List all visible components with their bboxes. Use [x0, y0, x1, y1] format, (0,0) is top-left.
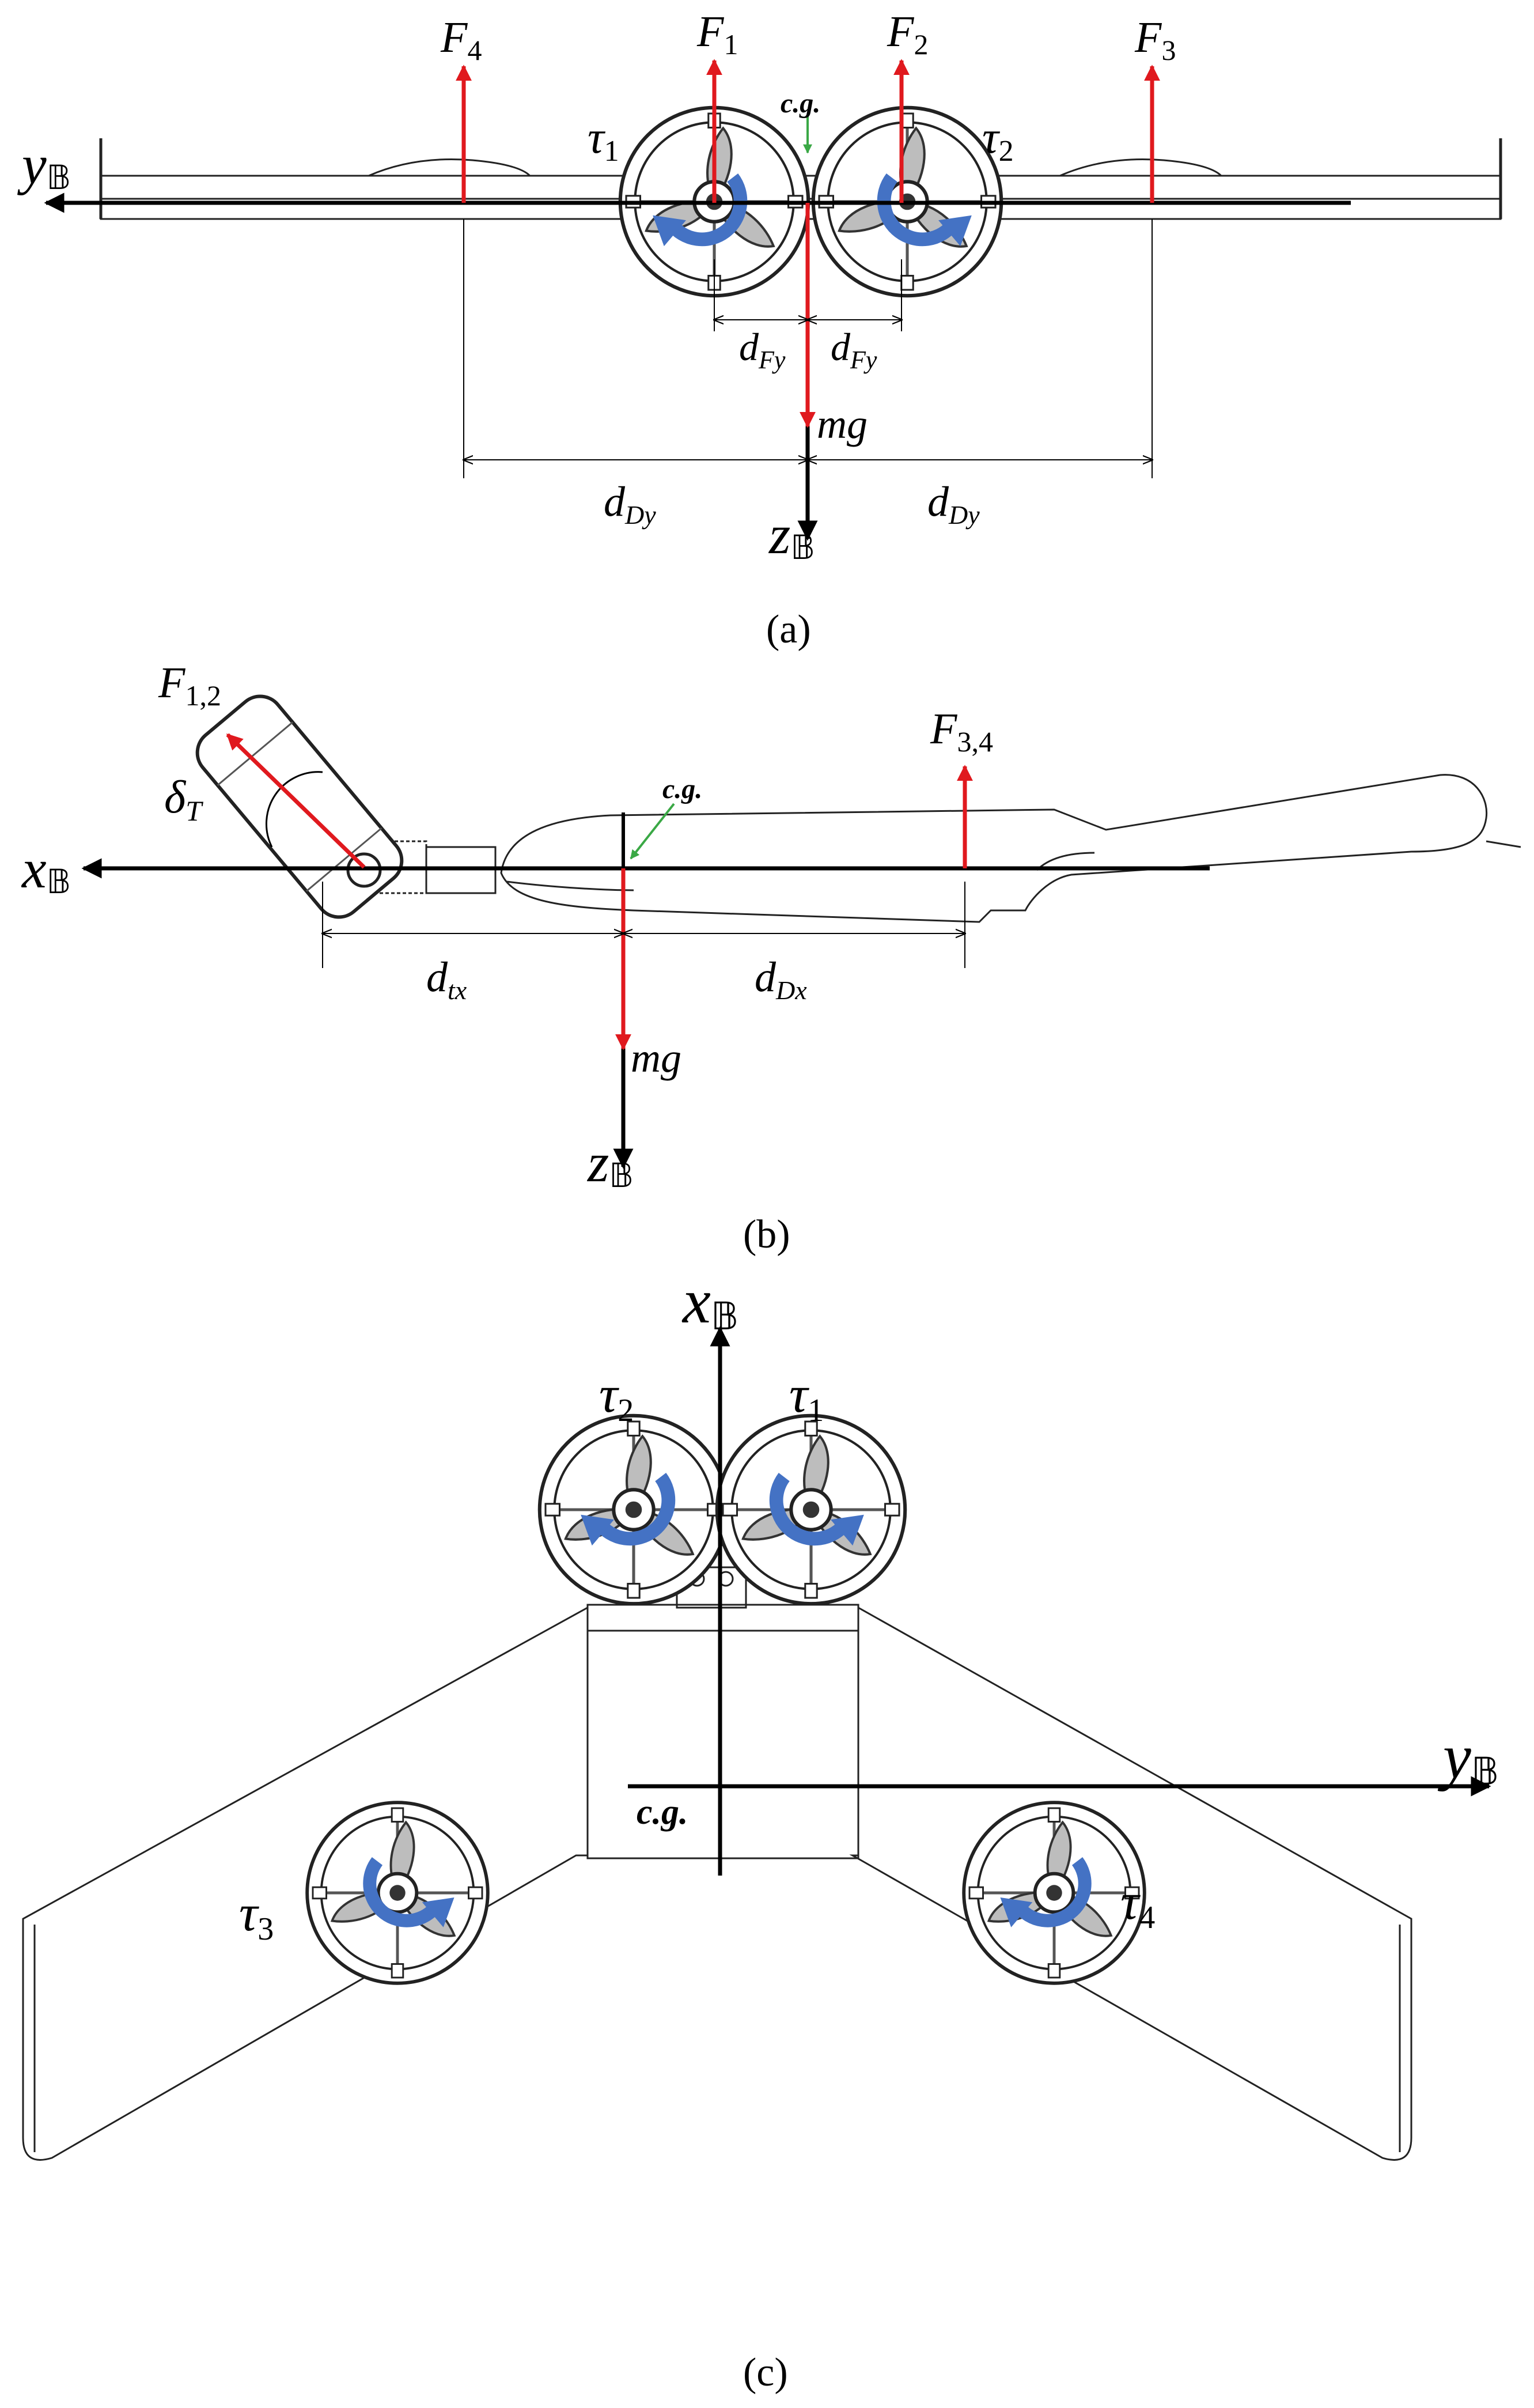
panel-b: x𝔹 z𝔹 F1,2 F3,4 δT c.g. mg dtx dDx (b): [21, 659, 1521, 1257]
wing-top-view: [22, 1566, 1412, 2161]
fan-2-top: [540, 1416, 728, 1604]
panel-c: x𝔹 y𝔹 τ2 τ1 τ3 τ4 c.g. (c): [22, 1266, 1499, 2395]
cg-pointer: [630, 803, 675, 860]
torque-label-t1: τ1: [588, 112, 619, 168]
dim-label-ddy-right: dDy: [927, 478, 980, 530]
dim-label-dtx: dtx: [426, 954, 467, 1005]
torque-label-t2: τ2: [982, 112, 1014, 168]
caption-c: (c): [743, 2350, 788, 2395]
dim-label-dfy-left: dFy: [739, 325, 786, 374]
dimension-lines-a: [464, 219, 1152, 478]
torque-label-t2: τ2: [599, 1366, 634, 1428]
fan-1-top: [717, 1416, 905, 1604]
force-label-f4: F4: [440, 13, 482, 66]
fuselage-side-view: [347, 774, 1521, 923]
x-axis-label: x𝔹: [681, 1266, 738, 1339]
z-axis-label: z𝔹: [586, 1132, 634, 1195]
fan-3-top: [307, 1802, 488, 1983]
dim-label-ddx: dDx: [755, 954, 807, 1005]
weight-label: mg: [631, 1035, 681, 1081]
force-label-f3: F3: [1134, 13, 1176, 66]
dim-label-ddy-left: dDy: [604, 478, 656, 530]
panel-a: y𝔹 z𝔹 F4 F1 F2 F3 τ1 τ2 c.g. mg dFy dFy …: [17, 7, 1502, 652]
cg-label: c.g.: [637, 1793, 688, 1832]
x-axis-label: x𝔹: [21, 838, 71, 901]
dim-label-dfy-right: dFy: [831, 325, 877, 374]
torque-label-t3: τ3: [239, 1885, 274, 1947]
caption-b: (b): [743, 1212, 790, 1257]
force-label-f2: F2: [887, 7, 928, 61]
caption-a: (a): [766, 607, 811, 652]
torque-label-t4: τ4: [1120, 1873, 1155, 1936]
force-label-f12: F1,2: [158, 659, 221, 712]
y-axis-label: y𝔹: [1437, 1721, 1499, 1794]
z-axis-label: z𝔹: [768, 504, 815, 567]
tilt-angle-arc: [266, 771, 323, 848]
cg-label: c.g.: [781, 88, 820, 119]
force-label-f1: F1: [696, 7, 738, 61]
dimension-lines-b: [323, 882, 965, 968]
fan-4-top: [964, 1802, 1145, 1983]
force-arrow-f12: [226, 733, 366, 869]
torque-label-t1: τ1: [789, 1366, 824, 1428]
weight-label: mg: [817, 401, 868, 447]
tilt-angle-label: δT: [164, 772, 203, 827]
cg-label: c.g.: [662, 774, 702, 804]
force-label-f34: F3,4: [930, 705, 993, 758]
y-axis-label: y𝔹: [17, 134, 71, 197]
